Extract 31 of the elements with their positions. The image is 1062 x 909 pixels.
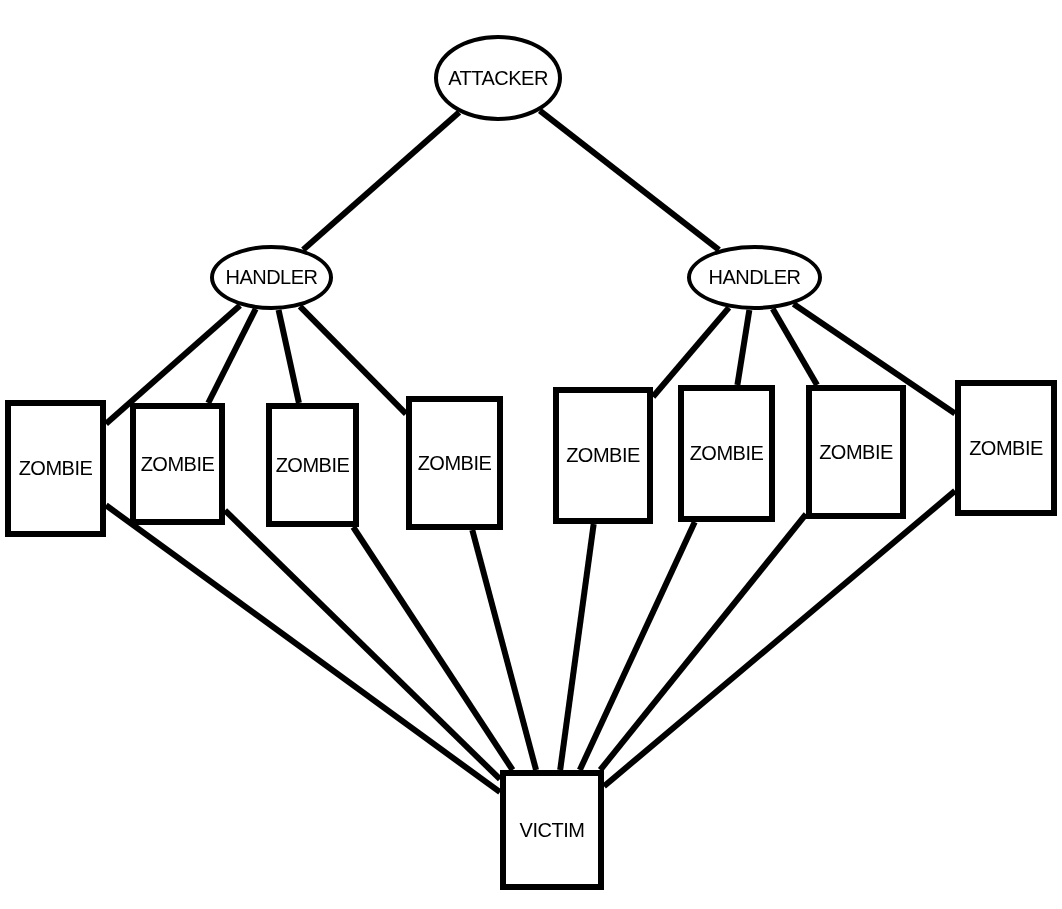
node-label: ZOMBIE — [689, 442, 764, 465]
node-label: HANDLER — [225, 266, 318, 289]
process-box — [130, 403, 225, 525]
process-box — [955, 380, 1057, 516]
node-label: VICTIM — [519, 818, 585, 842]
connector-line — [791, 301, 957, 416]
connector-line — [205, 307, 259, 405]
node-label: ZOMBIE — [819, 440, 893, 464]
process-box — [5, 400, 106, 537]
connector-line — [350, 525, 516, 772]
process-box — [500, 770, 604, 890]
node-label: ZOMBIE — [969, 436, 1043, 460]
node-label: ZOMBIE — [18, 457, 93, 480]
connector-line — [597, 512, 809, 772]
node-label: ZOMBIE — [417, 451, 492, 475]
connector-line — [770, 307, 820, 387]
process-box — [266, 403, 359, 527]
node-label: ZOMBIE — [566, 444, 640, 467]
connector-line — [557, 523, 597, 771]
node-label: ZOMBIE — [275, 453, 350, 477]
process-box — [406, 396, 503, 530]
process-box — [806, 385, 906, 519]
connector-line — [275, 309, 302, 404]
node-label: ZOMBIE — [140, 452, 215, 476]
process-box — [553, 387, 653, 524]
node-label: HANDLER — [708, 266, 801, 289]
process-box — [678, 385, 775, 522]
connector-line — [469, 529, 539, 771]
connector-line — [734, 309, 753, 386]
node-label: ATTACKER — [448, 66, 548, 90]
connector-line — [577, 520, 698, 772]
